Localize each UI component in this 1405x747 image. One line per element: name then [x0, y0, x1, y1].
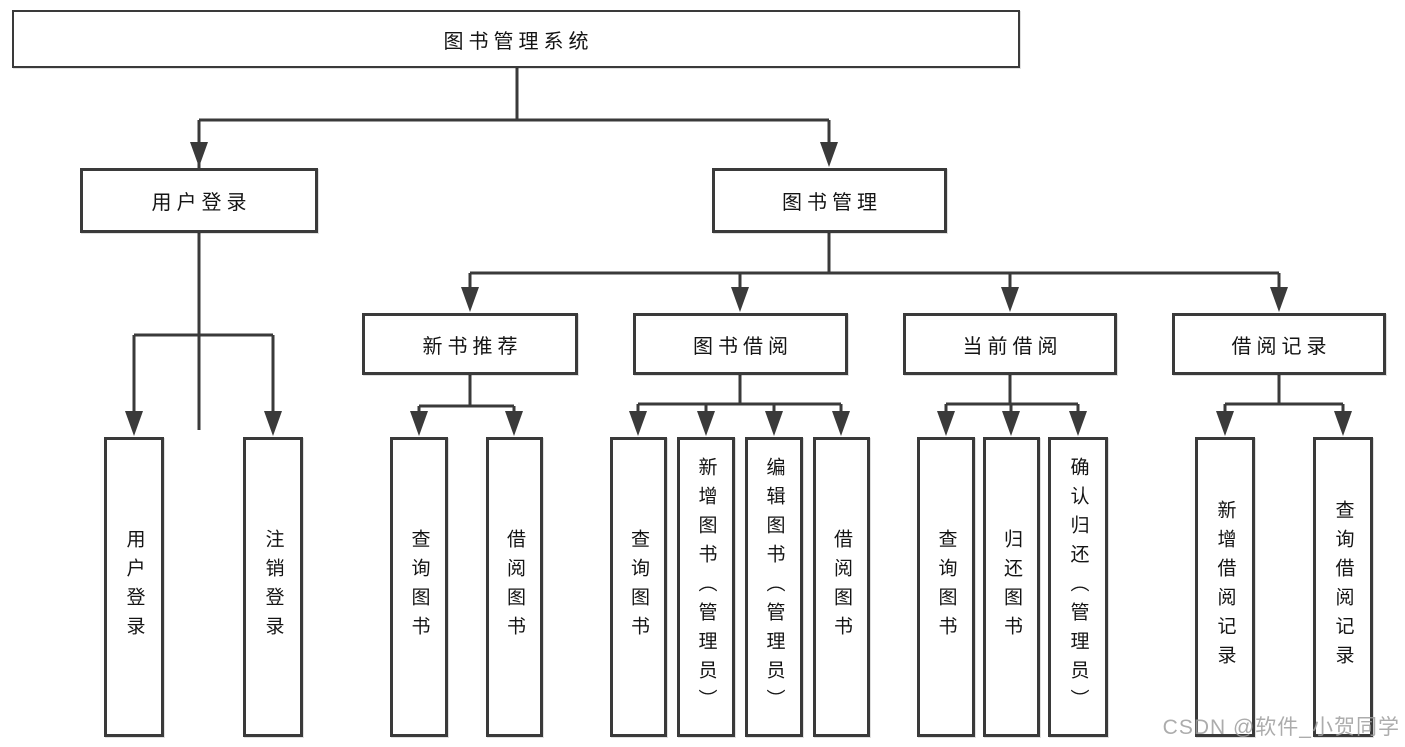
leaf-record-add-borrow-record: 新增借阅记录 [1195, 437, 1255, 737]
leaf-borrow-add-book-admin-label: 新增图书（管理员） [695, 456, 717, 718]
leaf-current-query-book-label: 查询图书 [935, 529, 957, 645]
leaf-newrec-query-book: 查询图书 [390, 437, 448, 737]
arrowhead [820, 142, 838, 167]
arrowhead [190, 142, 208, 167]
node-current-borrow: 当前借阅 [903, 313, 1117, 375]
arrowhead [125, 411, 143, 436]
node-borrow-record: 借阅记录 [1172, 313, 1386, 375]
arrowhead [937, 411, 955, 436]
arrowhead [1001, 287, 1019, 312]
node-book-management: 图书管理 [712, 168, 947, 233]
arrowhead [697, 411, 715, 436]
leaf-borrow-borrow-book-label: 借阅图书 [831, 529, 852, 645]
node-user-login-label: 用户登录 [151, 192, 252, 214]
arrowhead [1216, 411, 1234, 436]
node-new-book-recommend: 新书推荐 [362, 313, 578, 375]
arrowhead [1069, 411, 1087, 436]
leaf-record-add-borrow-record-label: 新增借阅记录 [1214, 500, 1236, 674]
connector-bookmgmt-children [468, 233, 1281, 296]
node-book-borrow: 图书借阅 [633, 313, 848, 375]
connector-borrowrecord-children [1223, 375, 1345, 420]
arrowhead [629, 411, 647, 436]
arrowhead [505, 411, 523, 436]
leaf-borrow-query-book-label: 查询图书 [628, 529, 649, 645]
connector-root-children [197, 68, 831, 430]
leaf-newrec-borrow-book: 借阅图书 [486, 437, 543, 737]
leaf-newrec-borrow-book-label: 借阅图书 [504, 529, 525, 645]
leaf-borrow-edit-book-admin-label: 编辑图书（管理员） [763, 456, 785, 718]
leaf-newrec-query-book-label: 查询图书 [408, 529, 430, 645]
leaf-current-return-book: 归还图书 [983, 437, 1040, 737]
arrowheads [125, 142, 1352, 436]
arrowhead [1334, 411, 1352, 436]
connector-bookborrow-children [636, 375, 843, 420]
leaf-current-confirm-return-admin: 确认归还（管理员） [1048, 437, 1108, 737]
connector-newbook-children [417, 375, 516, 420]
leaf-current-query-book: 查询图书 [917, 437, 975, 737]
node-new-book-recommend-label: 新书推荐 [422, 335, 523, 358]
leaf-logout-login: 注销登录 [243, 437, 303, 737]
node-book-management-label: 图书管理 [782, 192, 882, 214]
leaf-borrow-borrow-book: 借阅图书 [813, 437, 870, 737]
leaf-current-confirm-return-admin-label: 确认归还（管理员） [1067, 456, 1089, 718]
leaf-record-query-borrow-record-label: 查询借阅记录 [1332, 500, 1354, 674]
arrowhead [264, 411, 282, 436]
arrowhead [461, 287, 479, 312]
leaf-logout-login-label: 注销登录 [262, 529, 284, 645]
leaf-borrow-add-book-admin: 新增图书（管理员） [677, 437, 735, 737]
node-book-borrow-label: 图书借阅 [693, 335, 793, 358]
connector-userlogin-children [132, 233, 275, 420]
leaf-user-login: 用户登录 [104, 437, 164, 737]
arrowhead [1002, 411, 1020, 436]
node-user-login: 用户登录 [80, 168, 318, 233]
leaf-record-query-borrow-record: 查询借阅记录 [1313, 437, 1373, 737]
leaf-borrow-query-book: 查询图书 [610, 437, 667, 737]
arrowhead [731, 287, 749, 312]
node-root-label: 图书管理系统 [443, 30, 594, 53]
arrowhead [1270, 287, 1288, 312]
arrowhead [410, 411, 428, 436]
node-current-borrow-label: 当前借阅 [962, 335, 1063, 358]
node-borrow-record-label: 借阅记录 [1231, 335, 1332, 358]
leaf-borrow-edit-book-admin: 编辑图书（管理员） [745, 437, 803, 737]
csdn-watermark: CSDN @软件_小贺同学 [1162, 716, 1400, 739]
leaf-current-return-book-label: 归还图书 [1001, 529, 1022, 645]
arrowhead [765, 411, 783, 436]
arrowhead [832, 411, 850, 436]
node-root: 图书管理系统 [12, 10, 1020, 68]
leaf-user-login-label: 用户登录 [123, 529, 145, 645]
